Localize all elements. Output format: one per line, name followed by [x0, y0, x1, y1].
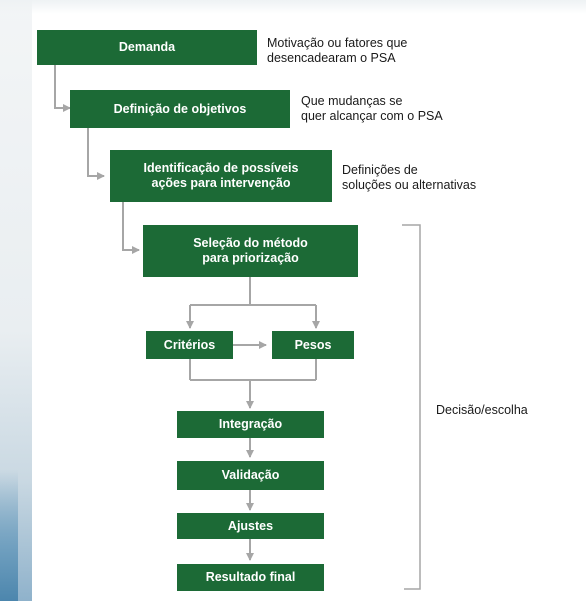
step-selecao-label: Seleção do método para priorização: [193, 236, 308, 265]
step-ajustes-label: Ajustes: [227, 518, 274, 533]
note-acoes: Definições de soluções ou alternativas: [342, 163, 477, 192]
connector-demanda-objetivos: [54, 65, 71, 112]
background-top-strip: [0, 0, 586, 14]
step-acoes: Identificação de possíveis ações para in…: [110, 150, 332, 202]
step-integracao: Integração: [177, 411, 324, 438]
step-demanda-label: Demanda: [118, 40, 176, 54]
step-acoes-label: Identificação de possíveis ações para in…: [143, 161, 299, 190]
step-criterios: Critérios: [146, 331, 233, 359]
step-integracao-label: Integração: [218, 417, 283, 431]
step-selecao: Seleção do método para priorização: [143, 225, 358, 277]
step-validacao: Validação: [177, 461, 324, 490]
background-water-decoration: [0, 470, 18, 601]
connector-acoes-selecao: [122, 202, 140, 254]
connector-objetivos-acoes: [87, 128, 105, 180]
step-resultado-label: Resultado final: [205, 570, 296, 584]
step-validacao-label: Validação: [221, 468, 280, 482]
step-objetivos: Definição de objetivos: [70, 90, 290, 128]
note-demanda: Motivação ou fatores que desencadearam o…: [267, 36, 408, 65]
step-objetivos-label: Definição de objetivos: [113, 101, 247, 116]
step-criterios-label: Critérios: [163, 337, 216, 352]
note-objetivos: Que mudanças se quer alcançar com o PSA: [301, 94, 443, 123]
step-resultado: Resultado final: [177, 564, 324, 591]
step-pesos-label: Pesos: [294, 337, 332, 352]
decisao-bracket: [402, 224, 421, 590]
step-pesos: Pesos: [272, 331, 354, 359]
note-decisao: Decisão/escolha: [436, 403, 528, 417]
step-ajustes: Ajustes: [177, 513, 324, 539]
step-demanda: Demanda: [37, 30, 257, 65]
